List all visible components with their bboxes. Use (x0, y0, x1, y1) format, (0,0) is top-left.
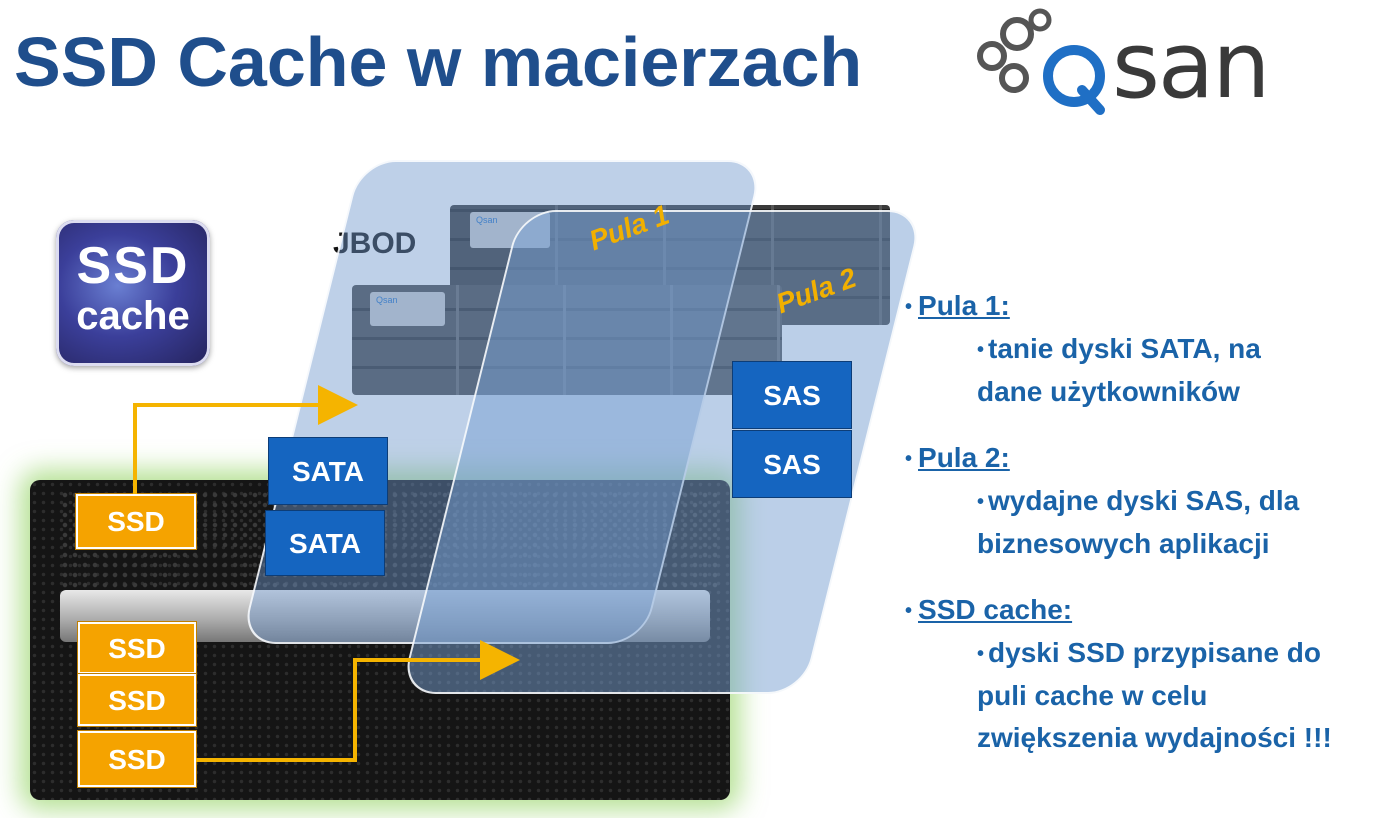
sata-drive: SATA (265, 510, 385, 576)
bullet-list: •Pula 1: •tanie dyski SATA, na dane użyt… (905, 285, 1375, 783)
bullet-line: biznesowych aplikacji (977, 528, 1270, 559)
ssd-drive: SSD (77, 621, 197, 675)
bullet-line: zwiększenia wydajności !!! (977, 722, 1332, 753)
bullet-line: dyski SSD przypisane do (988, 637, 1322, 668)
ssd-cache-badge: SSD cache (56, 220, 210, 366)
arrow-to-pool2 (196, 640, 520, 762)
bullet-dot-icon: • (905, 448, 913, 470)
badge-line1: SSD (76, 237, 190, 295)
jbod-brand: Qsan (476, 215, 498, 225)
ssd-drive: SSD (75, 493, 197, 550)
ssd-drive: SSD (77, 730, 197, 788)
storage-brand: Qsan (376, 295, 398, 305)
bullet-head: Pula 1: (918, 290, 1010, 321)
sas-drive: SAS (732, 430, 852, 498)
bullet-pool1: •Pula 1: •tanie dyski SATA, na dane użyt… (905, 285, 1375, 413)
bullet-line: wydajne dyski SAS, dla (988, 485, 1300, 516)
jbod-label: JBOD (333, 227, 417, 260)
bullet-pool2: •Pula 2: •wydajne dyski SAS, dla bizneso… (905, 437, 1375, 565)
badge-line2: cache (76, 294, 190, 338)
bullet-head: Pula 2: (918, 442, 1010, 473)
bullet-line: dane użytkowników (977, 376, 1240, 407)
ssd-drive: SSD (77, 673, 197, 727)
storage-control-panel: Qsan (370, 292, 445, 326)
bullet-dot-icon: • (977, 491, 985, 513)
bullet-line: puli cache w celu (977, 680, 1208, 711)
page-title: SSD Cache w macierzach (14, 23, 863, 101)
sata-drive: SATA (268, 437, 388, 505)
bullet-dot-icon: • (977, 643, 985, 665)
bullet-dot-icon: • (977, 339, 985, 361)
bullet-head: SSD cache: (918, 594, 1073, 625)
logo-text: san (1112, 12, 1271, 119)
qsan-logo: san (962, 6, 1282, 126)
logo-rings-icon (977, 8, 1105, 115)
bullet-dot-icon: • (905, 600, 913, 622)
sas-drive: SAS (732, 361, 852, 429)
bullet-line: tanie dyski SATA, na (988, 333, 1261, 364)
bullet-ssd-cache: •SSD cache: •dyski SSD przypisane do pul… (905, 589, 1375, 759)
bullet-dot-icon: • (905, 296, 913, 318)
arrow-to-pool1 (133, 385, 358, 494)
